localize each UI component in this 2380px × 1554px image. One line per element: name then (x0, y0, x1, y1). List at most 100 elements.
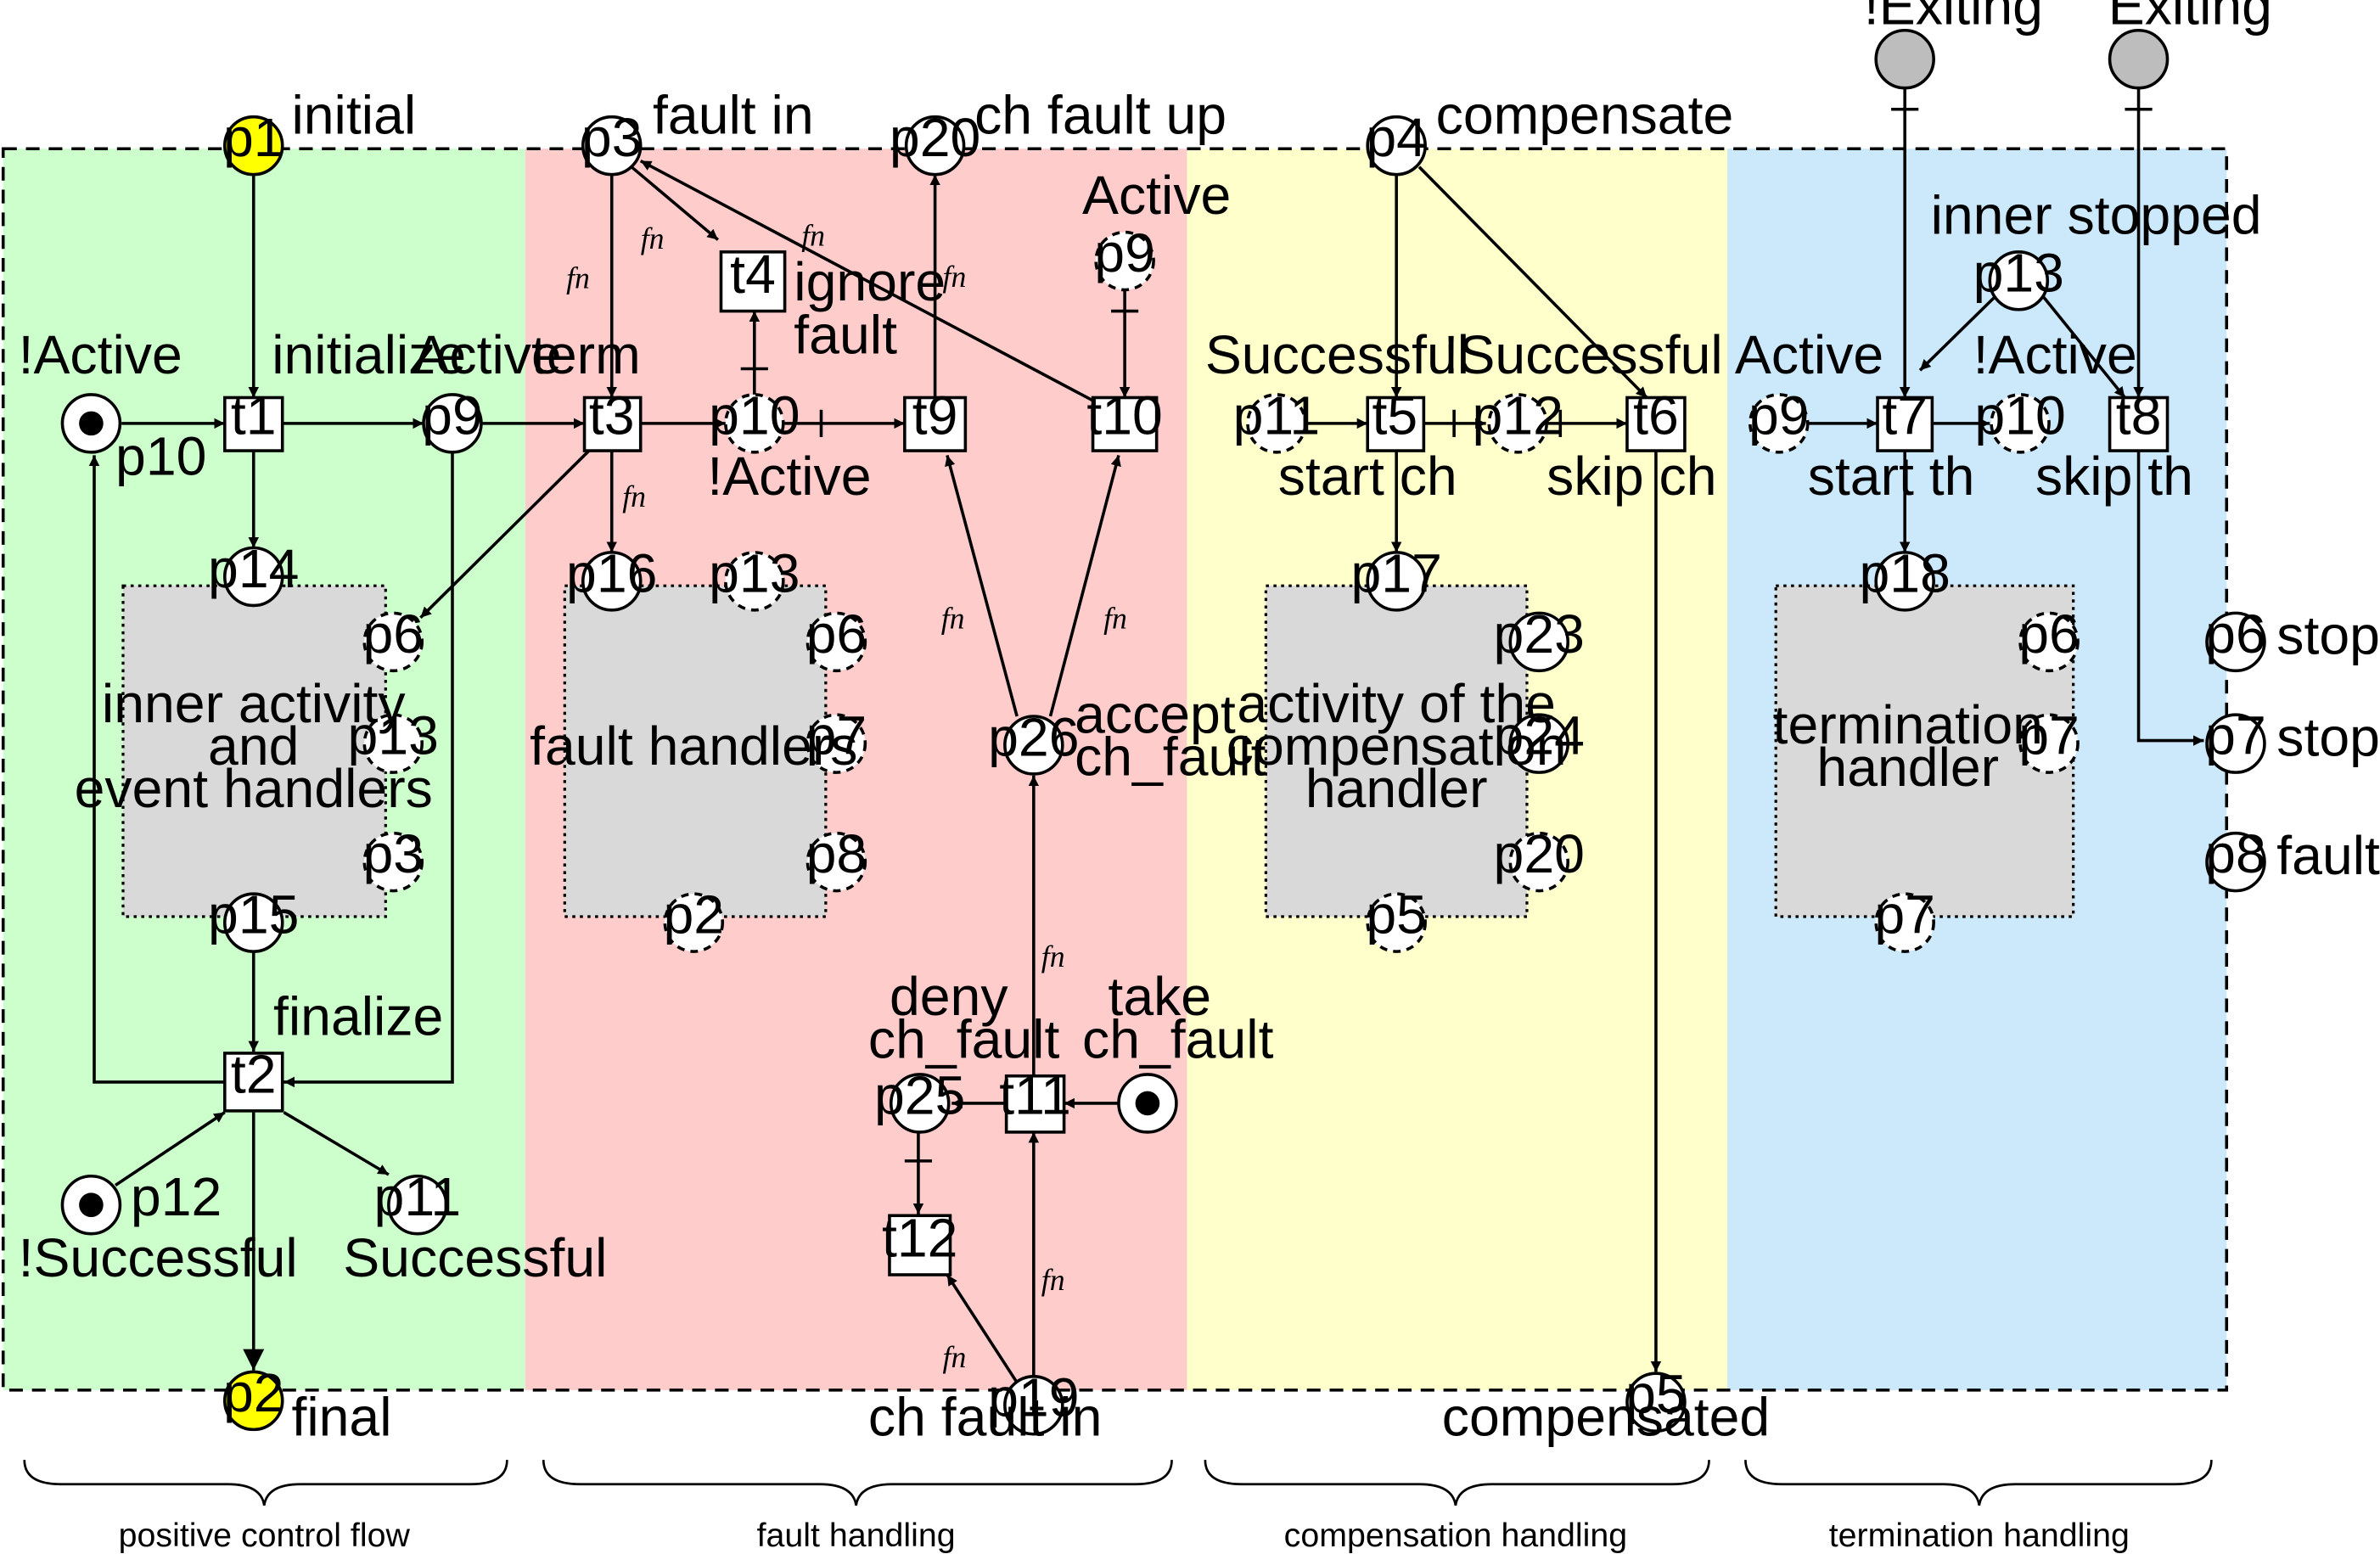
ref-p6-term-label: p6 (2018, 603, 2080, 665)
t3-label: t3 (589, 384, 635, 446)
p7-label: p7 (2205, 705, 2266, 766)
arcs (88, 87, 2204, 1383)
transition-t4[interactable] (719, 250, 787, 313)
ref-place-p2-fault[interactable] (663, 892, 725, 953)
transition-t2[interactable] (222, 1052, 284, 1113)
token-p12 (79, 1192, 104, 1218)
place-p23[interactable] (1508, 611, 1570, 673)
ref-place-p7-fault[interactable] (805, 713, 867, 774)
ref-place-p9-term[interactable] (1749, 393, 1810, 454)
label-fault-in: fault in (653, 84, 814, 145)
fn-label: fn (622, 480, 646, 513)
place-p4[interactable] (1366, 115, 1427, 177)
p15-label: p15 (208, 884, 299, 945)
label-ignore: ignore (794, 251, 946, 312)
fn-label: fn (801, 219, 825, 253)
transition-t5[interactable] (1366, 396, 1426, 452)
transition-t11[interactable] (1004, 1074, 1066, 1134)
ref-p20-comp-label: p20 (1494, 823, 1585, 884)
transition-t6[interactable] (1625, 396, 1687, 452)
fn-label: fn (943, 260, 967, 294)
ref-place-p10-term[interactable] (1990, 393, 2051, 454)
transition-t8[interactable] (2108, 396, 2170, 452)
place-p8[interactable] (2205, 831, 2266, 893)
fn-label: fn (1103, 601, 1127, 635)
label-fault-up: fault up (2276, 825, 2380, 886)
inner-activity-line-2: and (208, 715, 299, 777)
ref-p6-label: p6 (362, 603, 424, 665)
place-p6[interactable] (2205, 611, 2266, 673)
annotations: initial final !Active p10 initialize Act… (19, 0, 2380, 1448)
p3-label: p3 (581, 107, 643, 168)
label-not-active-p10: !Active (19, 324, 182, 385)
transition-t3[interactable] (582, 396, 643, 452)
label-compensate: compensate (1436, 84, 1734, 145)
ref-place-p12[interactable] (1487, 393, 1548, 454)
place-p20[interactable] (904, 115, 966, 177)
ref-place-p6-term[interactable] (2018, 611, 2080, 673)
fn-label: fn (941, 601, 965, 635)
transition-t1[interactable] (222, 396, 284, 452)
place-p19[interactable] (1003, 1375, 1064, 1436)
place-p9[interactable] (422, 393, 483, 454)
fault-handlers-box (563, 584, 828, 918)
label-accept-ch-fault: ch_fault (1075, 727, 1266, 788)
place-p25[interactable] (889, 1073, 951, 1134)
label-not-exiting: !Exiting (1864, 0, 2043, 36)
place-p7[interactable] (2205, 713, 2266, 774)
ref-place-p6[interactable] (362, 611, 424, 673)
ref-place-p20-comp[interactable] (1508, 831, 1570, 893)
transition-t12[interactable] (888, 1214, 952, 1276)
label-stop: stop (2276, 605, 2380, 666)
ref-place-p7-term[interactable] (2018, 713, 2080, 774)
ref-place-p13[interactable] (362, 713, 424, 774)
transition-t10[interactable] (1091, 396, 1159, 452)
inner-activity-line-1: inner activity (102, 673, 407, 734)
ref-place-p9-active[interactable] (1094, 230, 1155, 292)
ref-place-p8-fault[interactable] (805, 831, 867, 893)
place-p14[interactable] (222, 546, 284, 608)
place-p15[interactable] (222, 892, 284, 953)
label-finalize: finalize (273, 985, 443, 1046)
fault-handlers-text: fault handlers (530, 715, 857, 777)
ref-p2-fault-label: p2 (663, 884, 724, 945)
arc-ticks (740, 107, 2153, 1163)
place-p5[interactable] (1625, 1372, 1687, 1433)
section-title-compensation: compensation handling (1284, 1517, 1627, 1554)
transition-t9[interactable] (903, 396, 968, 452)
place-p24[interactable] (1508, 713, 1570, 774)
p17-label: p17 (1350, 542, 1441, 603)
ref-p5-comp-label: p5 (1366, 884, 1427, 945)
termination-line-2: handler (1816, 737, 1999, 798)
place-p17[interactable] (1366, 551, 1427, 612)
p23-label: p23 (1494, 603, 1585, 665)
place-p26[interactable] (1003, 715, 1064, 776)
label-p12: p12 (131, 1166, 222, 1227)
ref-p3-label: p3 (362, 823, 424, 884)
transition-t7[interactable] (1876, 396, 1934, 452)
place-p11[interactable] (387, 1174, 448, 1236)
label-inner-stopped: inner stopped (1931, 184, 2262, 245)
place-p18[interactable] (1874, 551, 1935, 612)
label-term: term (531, 324, 641, 385)
ref-place-p5-comp[interactable] (1366, 892, 1427, 953)
t8-label: t8 (2116, 384, 2162, 446)
ref-place-p7-term-bottom[interactable] (1874, 892, 1935, 953)
ref-place-p10[interactable] (724, 393, 785, 454)
place-p2[interactable] (222, 1370, 284, 1432)
ref-place-p3[interactable] (362, 831, 424, 893)
ref-place-p6-fault[interactable] (805, 611, 867, 673)
ref-place-p11[interactable] (1246, 393, 1307, 454)
label-not-successful-p12: !Successful (19, 1227, 298, 1288)
transitions: t1 t2 t3 t4 t5 t6 t7 t8 t9 t10 t11 t12 (222, 244, 2170, 1276)
place-p13[interactable] (1988, 250, 2050, 311)
place-p3[interactable] (581, 115, 643, 177)
place-exiting[interactable] (2108, 28, 2170, 90)
place-p1[interactable] (222, 115, 284, 177)
label-not-active-p10-term: !Active (1973, 324, 2137, 385)
place-not-exiting[interactable] (1874, 28, 1935, 90)
p18-label: p18 (1859, 542, 1950, 603)
place-p16[interactable] (581, 551, 643, 612)
ref-place-p13-fault[interactable] (724, 551, 785, 612)
label-fault: fault (794, 305, 897, 366)
